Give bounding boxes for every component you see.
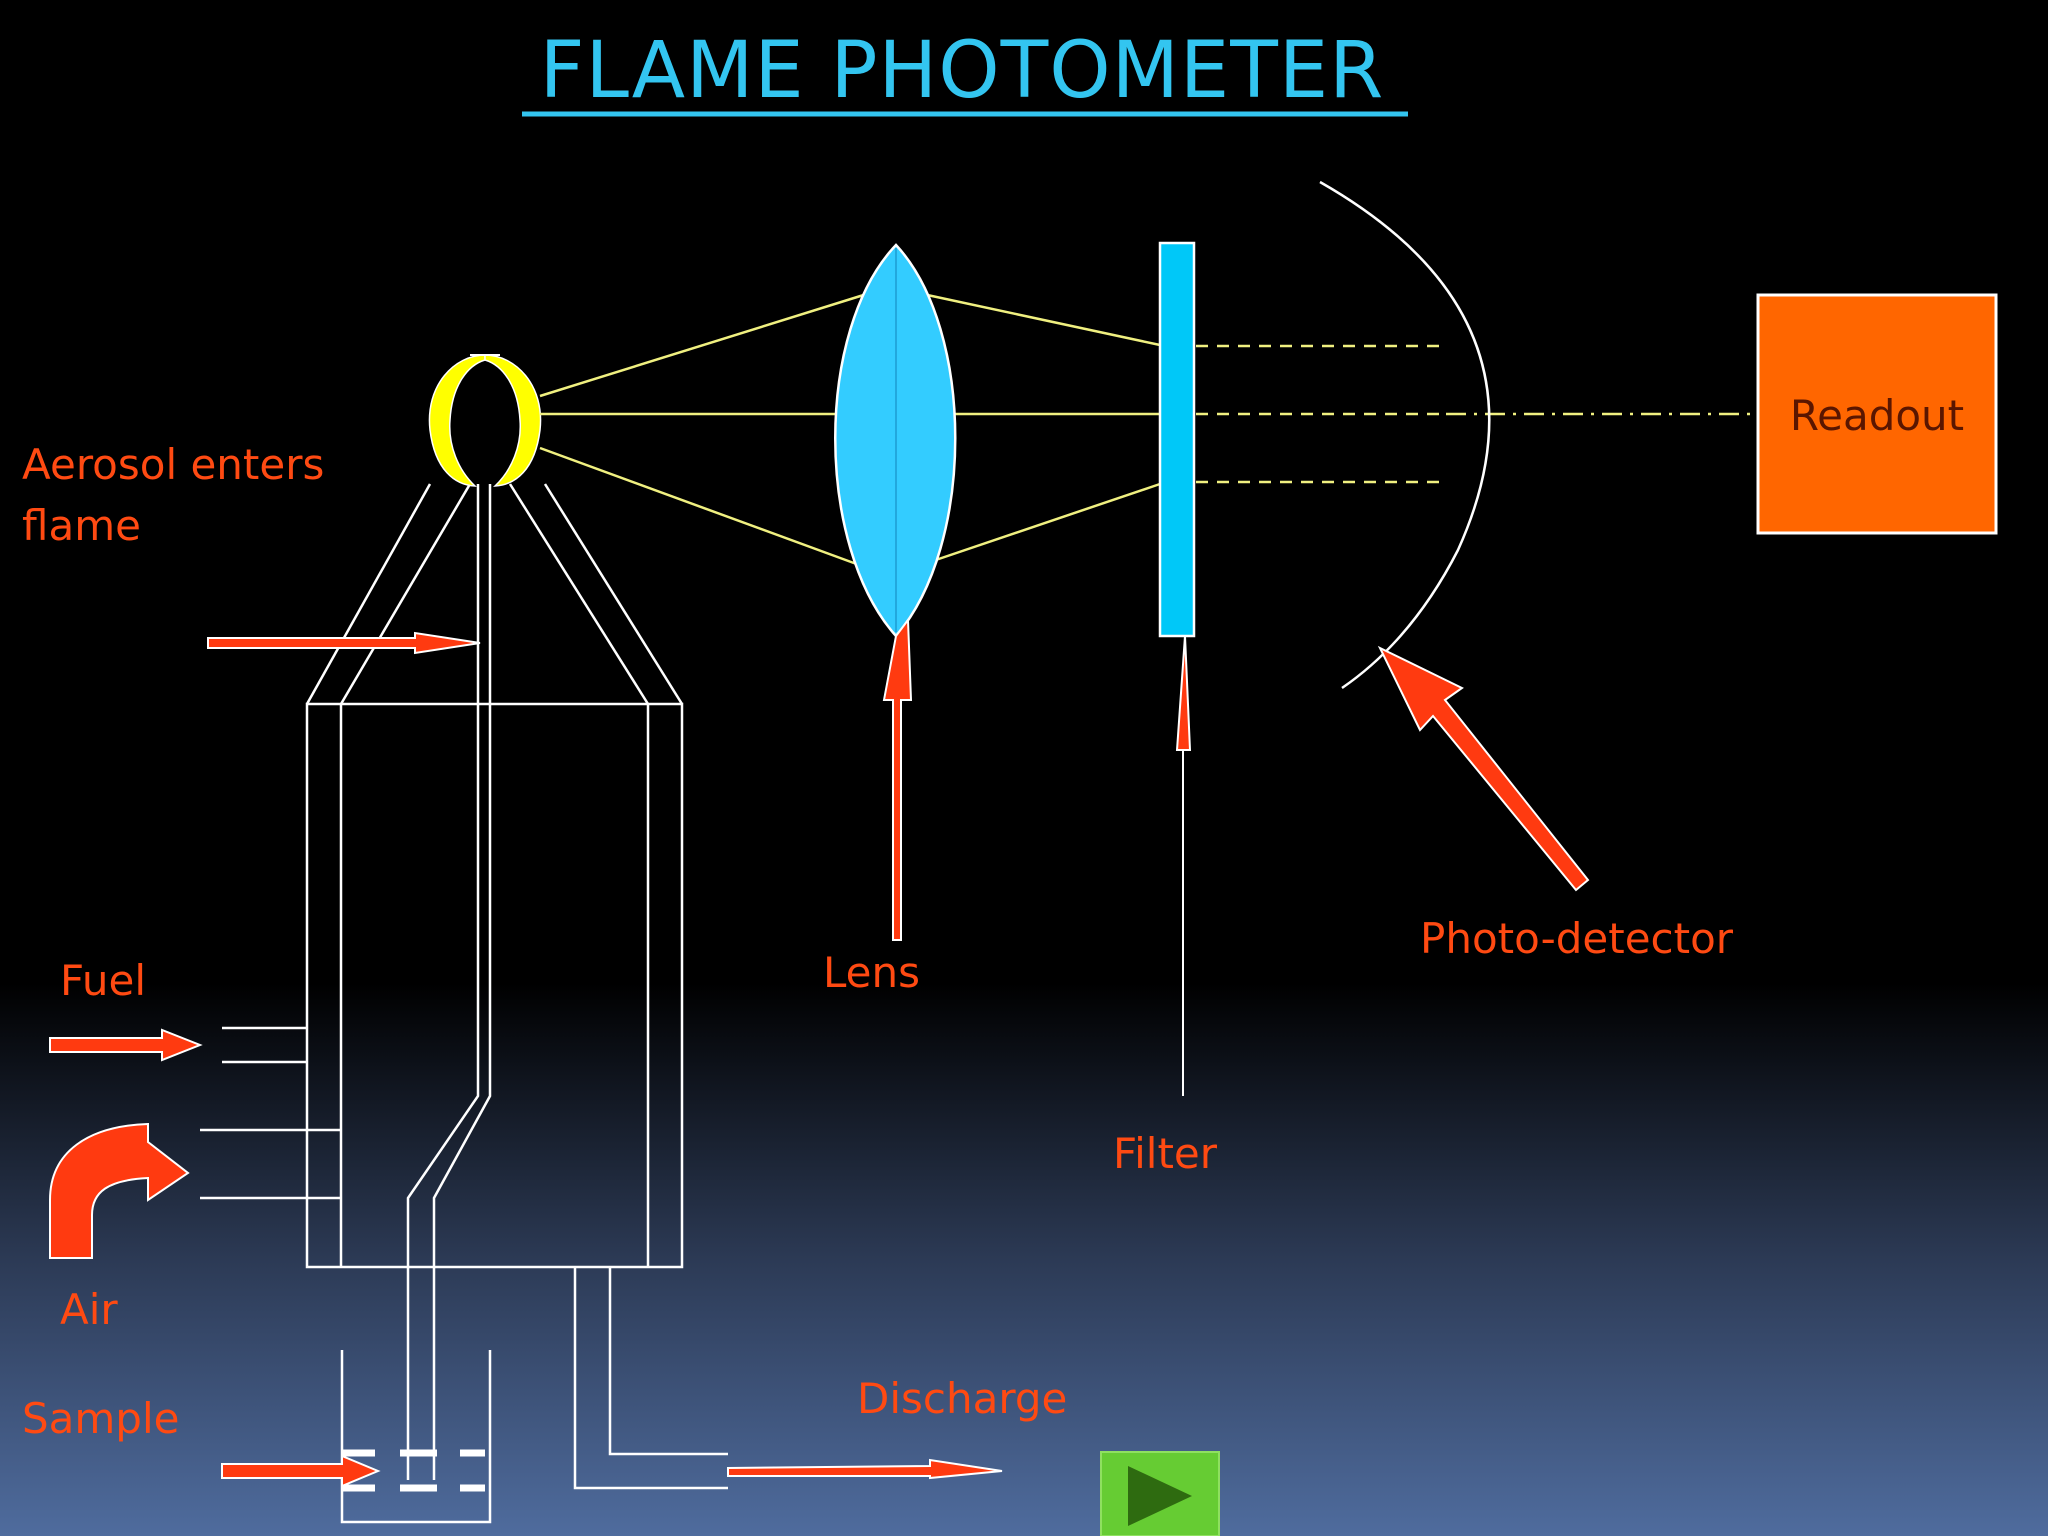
lens <box>834 243 957 638</box>
arrows <box>49 617 1590 1488</box>
readout-box <box>1756 293 1998 535</box>
discharge-label: Discharge <box>857 1374 1067 1423</box>
filter <box>1158 241 1196 638</box>
filter-label: Filter <box>1113 1129 1218 1178</box>
lens-arrow <box>882 617 913 941</box>
aerosol-label-line2: flame <box>22 501 141 550</box>
photo-detector-arrow <box>1377 645 1590 892</box>
aerosol-label-line1: Aerosol enters <box>22 440 324 489</box>
next-slide-button[interactable] <box>1100 1451 1220 1536</box>
fuel-label: Fuel <box>60 956 146 1005</box>
fuel-arrow <box>49 1028 203 1062</box>
sample-label: Sample <box>22 1394 179 1443</box>
photo-detector <box>1319 180 1491 690</box>
flame <box>428 354 542 487</box>
light-rays <box>539 291 1161 568</box>
play-triangle-icon <box>1128 1466 1192 1526</box>
air-arrow <box>49 1122 190 1259</box>
air-label: Air <box>60 1285 118 1334</box>
lens-label: Lens <box>823 948 920 997</box>
readout-label: Readout <box>1790 391 1964 440</box>
filter-arrow <box>1175 635 1192 1096</box>
aerosol-arrow <box>207 631 481 655</box>
sample-liquid <box>342 1449 485 1492</box>
filtered-rays <box>1196 344 1758 484</box>
discharge-arrow <box>727 1458 1003 1480</box>
burner-body <box>200 483 728 1524</box>
page-title: FLAME PHOTOMETER <box>540 26 1385 116</box>
sample-arrow <box>221 1454 381 1488</box>
photo-detector-label: Photo-detector <box>1420 914 1734 963</box>
